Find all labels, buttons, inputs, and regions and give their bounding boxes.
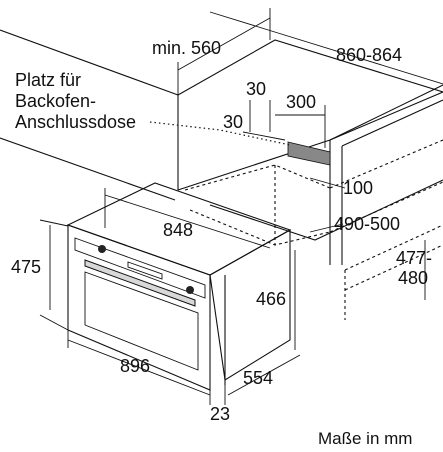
knob-right-icon [186, 286, 194, 294]
socket-note-line1: Platz für [15, 70, 81, 90]
label-height-range-bottom: 480 [398, 268, 428, 288]
oven-appliance [66, 182, 292, 391]
label-oven-body-height: 466 [256, 289, 286, 309]
label-min-depth: min. 560 [152, 38, 221, 58]
label-oven-front-width: 848 [163, 220, 193, 240]
label-inner-offset: 100 [343, 178, 373, 198]
label-side-offset: 30 [223, 112, 243, 132]
label-oven-height: 475 [11, 257, 41, 277]
label-oven-depth: 554 [243, 368, 273, 388]
units-note: Maße in mm [318, 429, 412, 448]
label-depth-range: 490-500 [334, 214, 400, 234]
socket-note-line3: Anschlussdose [15, 112, 136, 132]
label-oven-total-width: 896 [120, 356, 150, 376]
label-door-thickness: 23 [210, 404, 230, 424]
label-top-offset: 30 [246, 79, 266, 99]
socket-outline [287, 141, 331, 166]
socket-note-line2: Backofen- [15, 91, 96, 111]
label-width-range: 860-864 [336, 45, 402, 65]
label-height-range-top: 477- [396, 248, 432, 268]
knob-left-icon [98, 245, 106, 253]
label-socket-width: 300 [286, 92, 316, 112]
cabinet-niche [0, 29, 443, 320]
dimension-lines [39, 8, 443, 405]
